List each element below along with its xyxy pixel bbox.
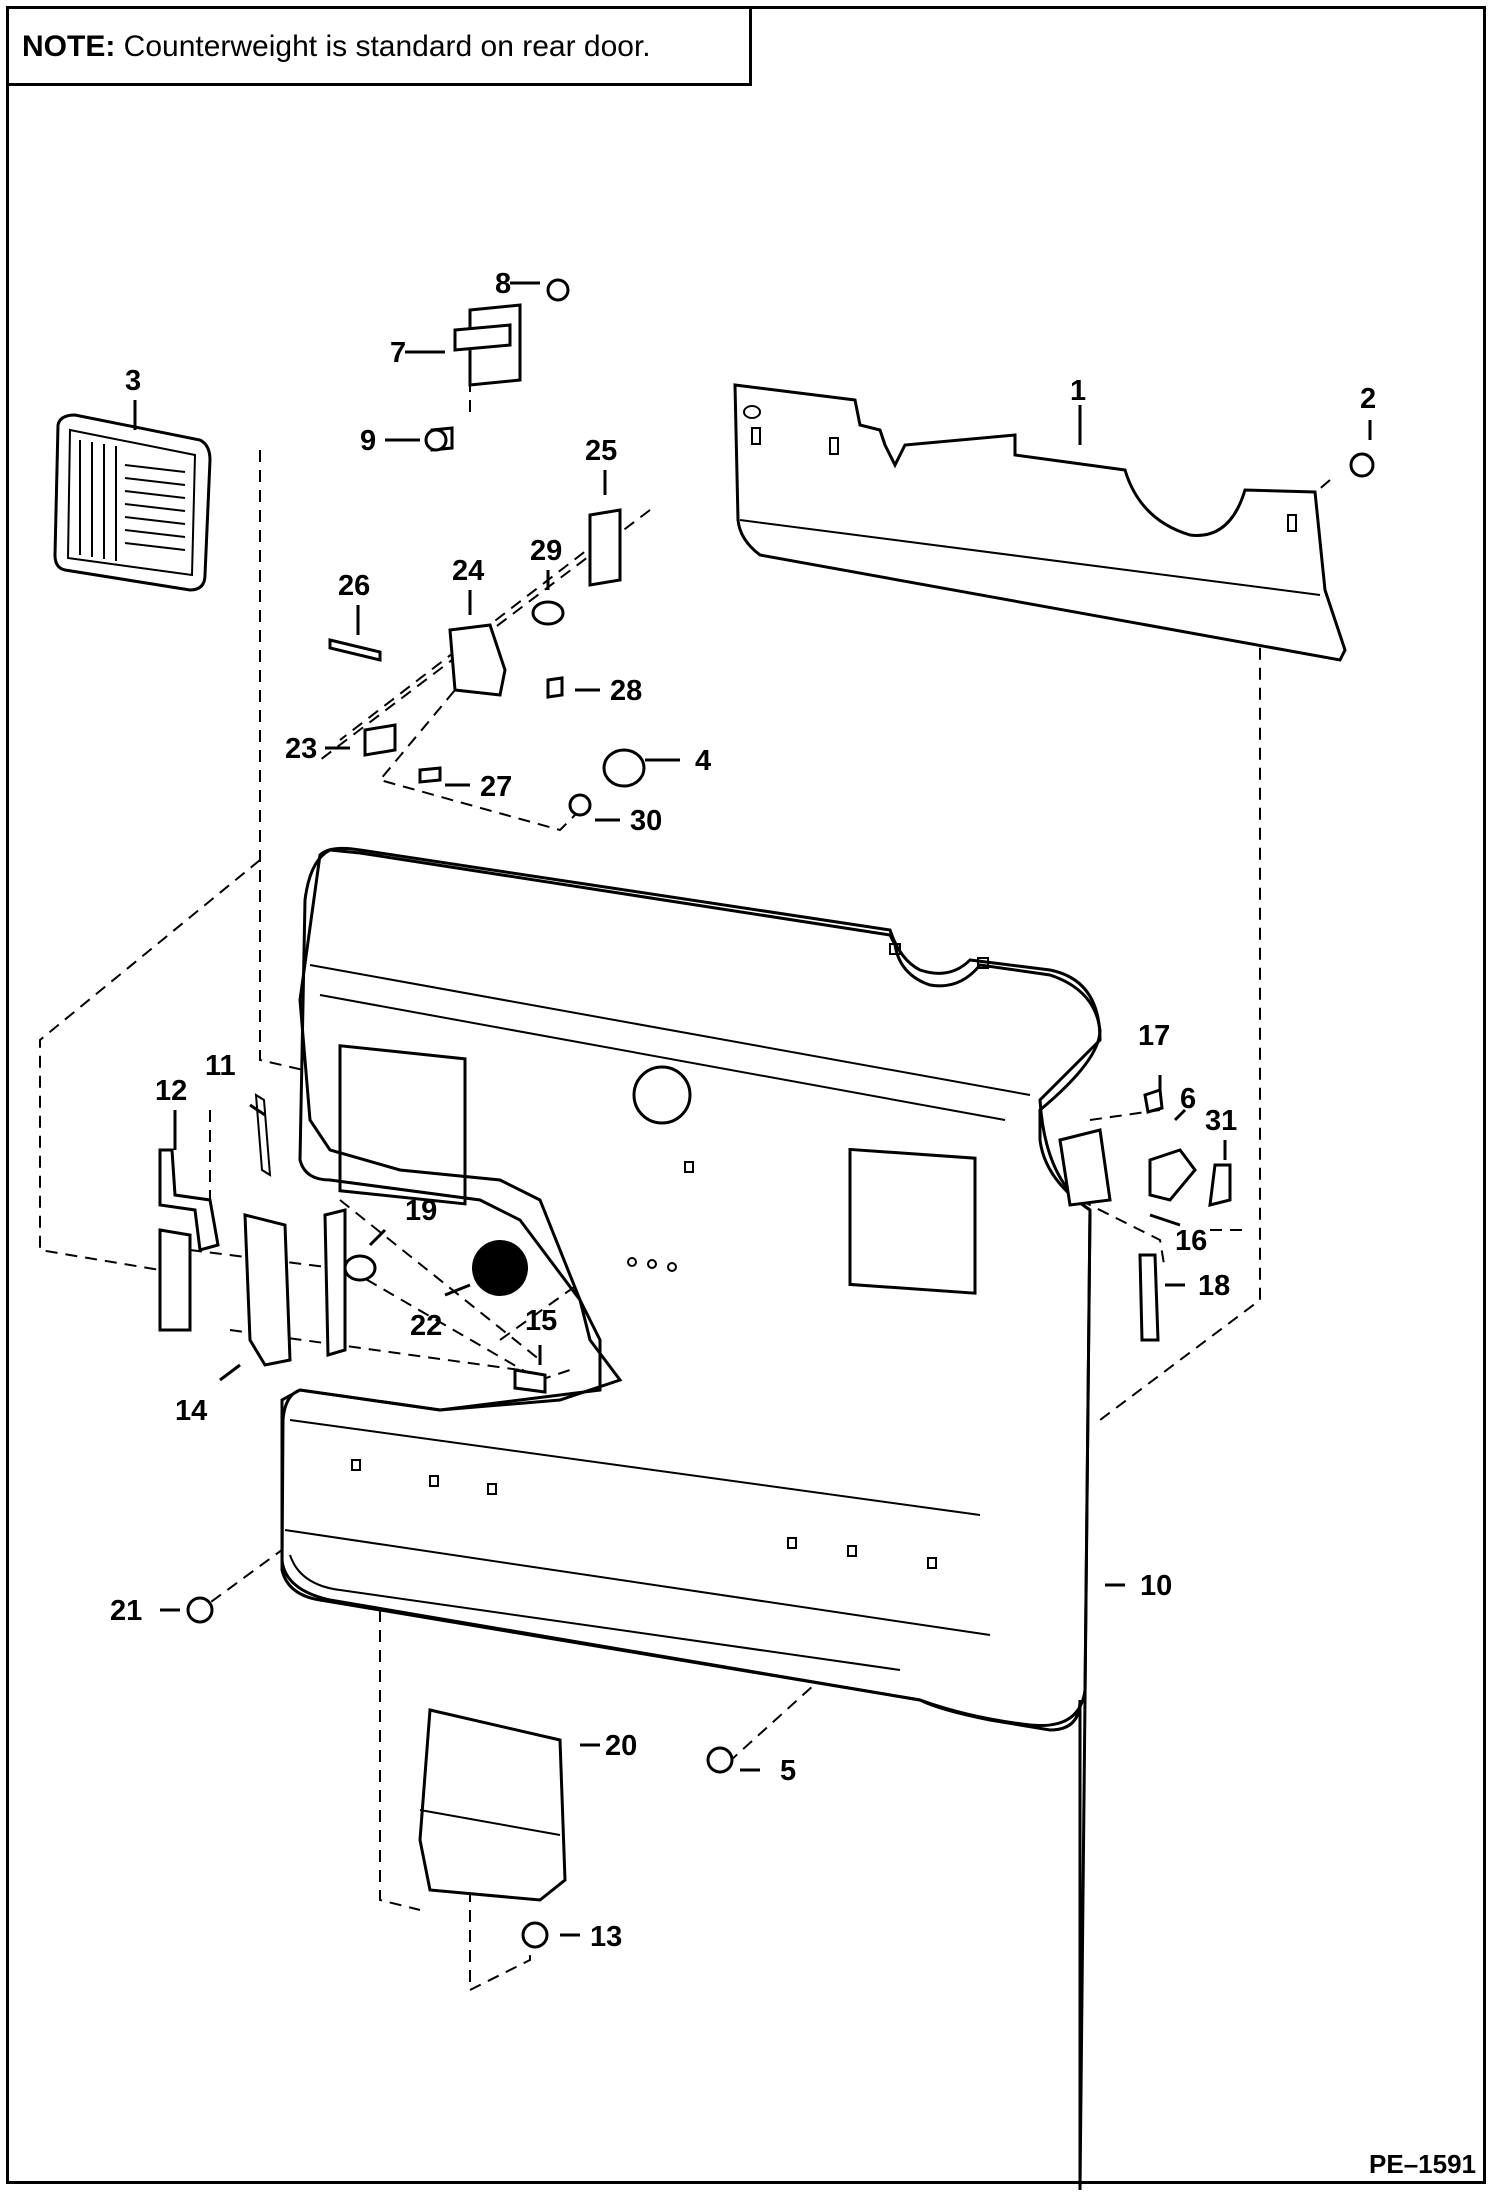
grommet-plug	[472, 1240, 528, 1296]
callout-5: 5	[780, 1755, 796, 1787]
callout-1: 1	[1070, 375, 1086, 407]
callout-18: 18	[1198, 1270, 1230, 1302]
callout-31: 31	[1205, 1105, 1237, 1137]
callout-11: 11	[205, 1050, 236, 1082]
callout-7: 7	[390, 337, 406, 369]
callout-20: 20	[605, 1730, 637, 1762]
callout-25: 25	[585, 435, 617, 467]
callout-30: 30	[630, 805, 662, 837]
callout-4: 4	[695, 745, 711, 777]
latch-mechanism-left	[158, 1093, 547, 1394]
callout-15: 15	[525, 1305, 557, 1337]
note-text: Counterweight is standard on rear door.	[115, 30, 651, 63]
callout-16: 16	[1175, 1225, 1207, 1257]
callout-2: 2	[1360, 383, 1376, 415]
callout-27: 27	[480, 771, 512, 803]
callout-21: 21	[110, 1595, 142, 1627]
callout-19: 19	[405, 1195, 437, 1227]
callout-22: 22	[410, 1310, 442, 1342]
callout-17: 17	[1138, 1020, 1170, 1052]
callout-23: 23	[285, 733, 317, 765]
callout-9: 9	[360, 425, 376, 457]
callout-10: 10	[1140, 1570, 1172, 1602]
callout-26: 26	[338, 570, 370, 602]
counterweight-plate	[733, 383, 1347, 662]
latch-mechanism-right	[1058, 1087, 1232, 1342]
callout-6: 6	[1180, 1083, 1196, 1115]
rear-door-panel	[280, 846, 1102, 2191]
callout-labels: 1 2 3 4 5 6 7 8 9 10 11 12 13 14 15 16 1…	[110, 268, 1376, 1953]
callout-29: 29	[530, 535, 562, 567]
lower-bracket	[186, 452, 1375, 1949]
vent-grille	[53, 413, 212, 592]
note-prefix: NOTE:	[22, 30, 116, 63]
callout-14: 14	[175, 1395, 207, 1427]
leader-lines	[133, 281, 1372, 1937]
drawing-code: PE–1591	[1369, 2149, 1476, 2179]
callout-13: 13	[590, 1921, 622, 1953]
note-box: NOTE: Counterweight is standard on rear …	[6, 6, 752, 86]
hinge-upper	[424, 278, 570, 452]
latch-bracket-assembly	[328, 508, 646, 817]
callout-3: 3	[125, 365, 141, 397]
diagram-frame	[6, 6, 1486, 2184]
callout-28: 28	[610, 675, 642, 707]
callout-8: 8	[495, 268, 511, 300]
callout-12: 12	[155, 1075, 187, 1107]
callout-24: 24	[452, 555, 484, 587]
